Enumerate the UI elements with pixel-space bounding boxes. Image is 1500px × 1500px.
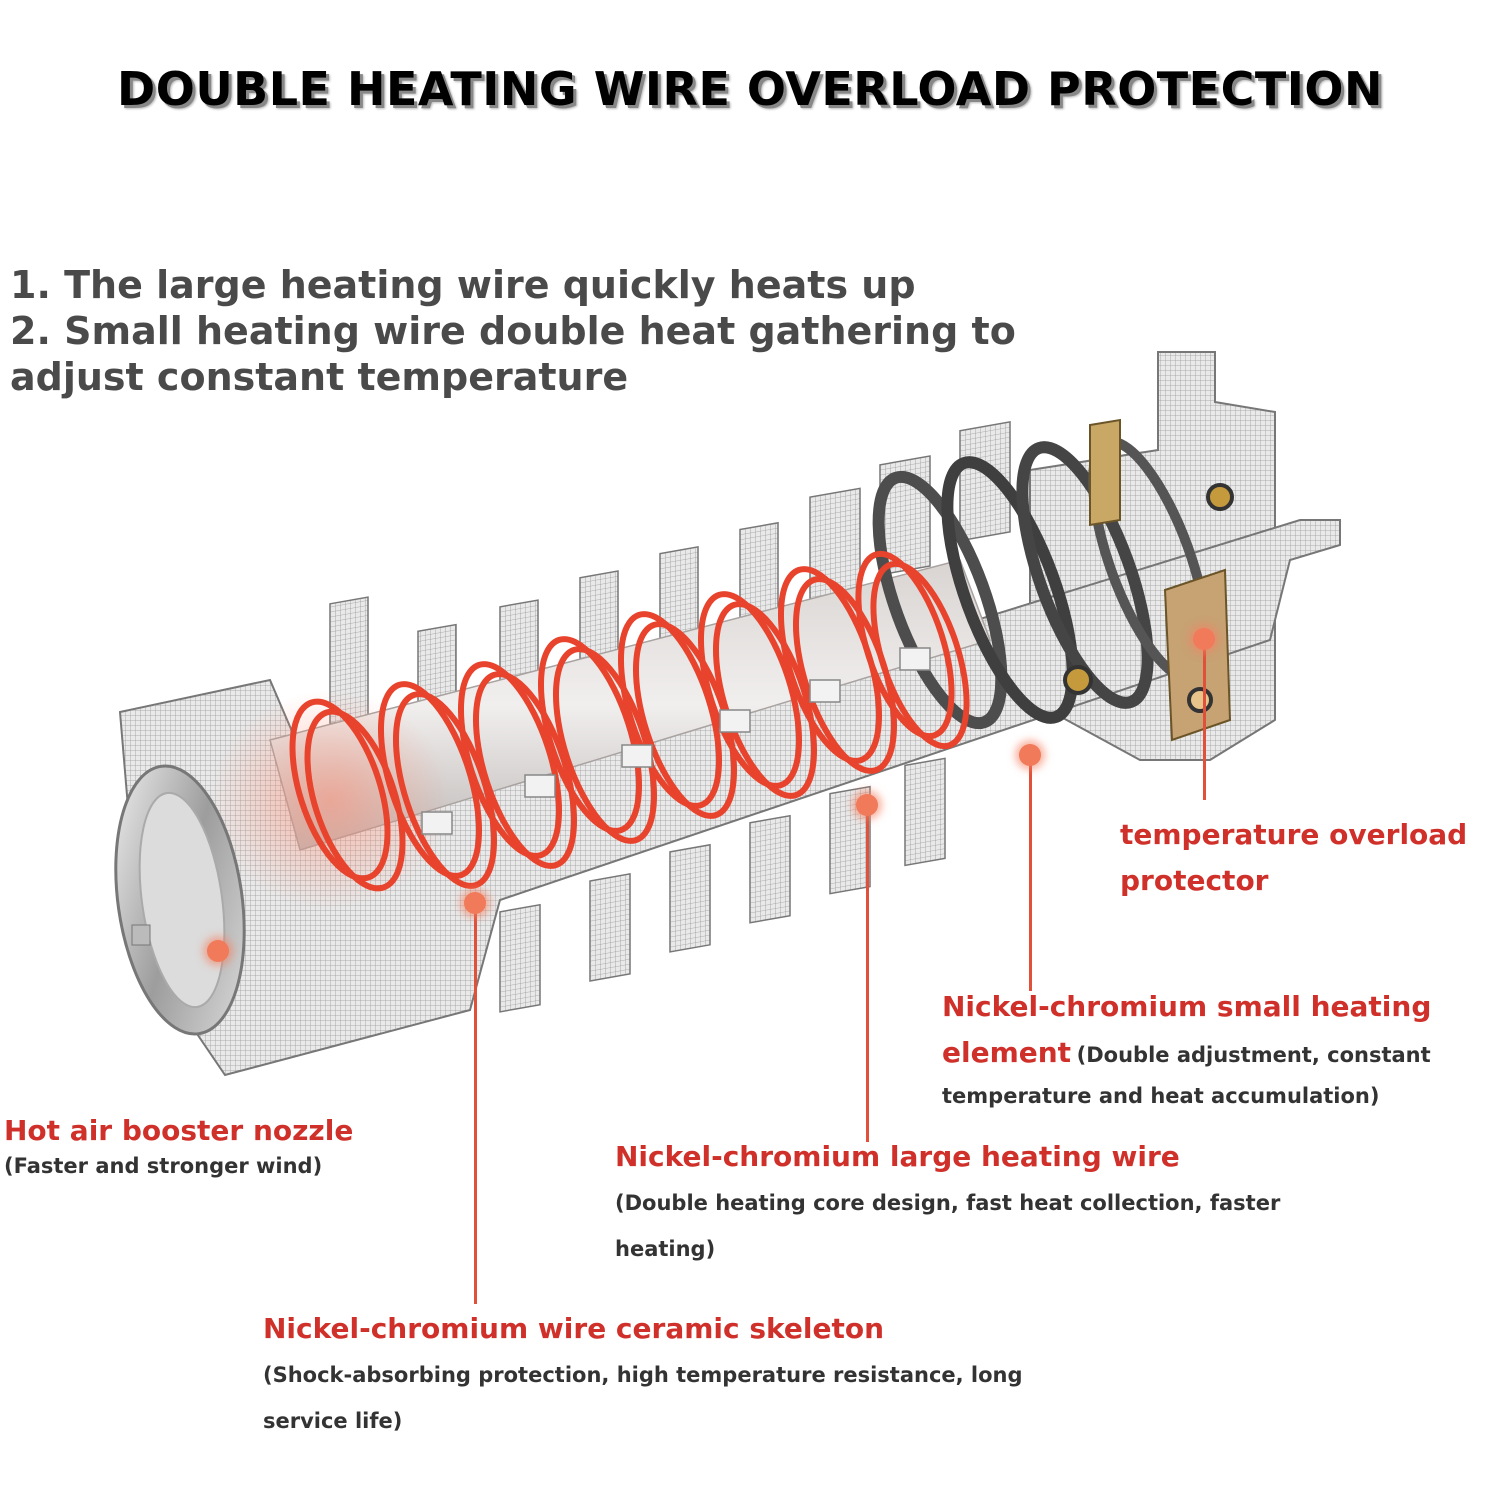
intro-line-2: 2. Small heating wire double heat gather… <box>10 309 1016 353</box>
leader-overload <box>1203 640 1206 800</box>
callout-large-title: Nickel-chromium large heating wire <box>615 1140 1180 1173</box>
callout-skeleton-desc-1: (Shock-absorbing protection, high temper… <box>263 1363 1023 1387</box>
callout-skeleton-desc-2: service life) <box>263 1409 403 1433</box>
callout-small-title-1: Nickel-chromium small heating <box>942 990 1432 1023</box>
intro-line-1: 1. The large heating wire quickly heats … <box>10 263 916 307</box>
callout-overload-title-2: protector <box>1120 864 1269 897</box>
callout-large-desc-2: heating) <box>615 1237 716 1261</box>
callout-small-title-2: element <box>942 1036 1072 1069</box>
callout-small-heating-element: Nickel-chromium small heating element (D… <box>942 984 1431 1108</box>
page-headline: DOUBLE HEATING WIRE OVERLOAD PROTECTION <box>117 62 1383 116</box>
leader-small-element <box>1029 756 1032 991</box>
leader-dot-overload <box>1193 628 1215 650</box>
leader-large-wire <box>866 806 869 1142</box>
leader-skeleton <box>474 904 477 1304</box>
callout-overload-title-1: temperature overload <box>1120 818 1468 851</box>
callout-nozzle: Hot air booster nozzle (Faster and stron… <box>4 1108 353 1178</box>
callout-overload-protector: temperature overload protector <box>1120 812 1467 904</box>
leader-dot-large-wire <box>856 794 878 816</box>
callout-nozzle-desc: (Faster and stronger wind) <box>4 1154 323 1178</box>
callout-large-desc-1: (Double heating core design, fast heat c… <box>615 1191 1281 1215</box>
callout-small-desc-2: temperature and heat accumulation) <box>942 1084 1380 1108</box>
coil-clips <box>421 647 931 835</box>
leader-dot-small-element <box>1019 744 1041 766</box>
callout-ceramic-skeleton: Nickel-chromium wire ceramic skeleton (S… <box>263 1306 1023 1444</box>
overload-protector-part <box>1089 418 1232 742</box>
intro-text: 1. The large heating wire quickly heats … <box>10 262 1016 400</box>
callout-large-wire: Nickel-chromium large heating wire (Doub… <box>615 1134 1280 1272</box>
callout-skeleton-title: Nickel-chromium wire ceramic skeleton <box>263 1312 885 1345</box>
callout-small-desc-1: (Double adjustment, constant <box>1076 1043 1431 1067</box>
large-heating-coils <box>289 550 970 892</box>
nozzle-ring <box>114 764 246 1036</box>
intro-line-3: adjust constant temperature <box>10 355 629 399</box>
leader-dot-nozzle <box>207 940 229 962</box>
callout-nozzle-title: Hot air booster nozzle <box>4 1114 354 1147</box>
leader-dot-skeleton <box>464 892 486 914</box>
